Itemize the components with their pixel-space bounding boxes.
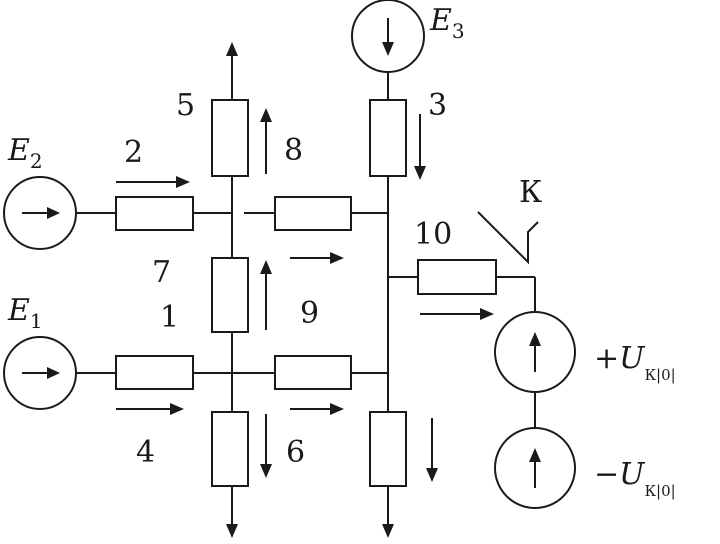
label-e3: E3 bbox=[429, 3, 465, 43]
resistor-10 bbox=[417, 259, 497, 295]
current-arrow-5 bbox=[260, 108, 272, 174]
current-arrow-8 bbox=[290, 252, 344, 264]
resistor-9 bbox=[274, 355, 352, 390]
current-arrow-7 bbox=[260, 260, 272, 330]
wires bbox=[76, 52, 539, 528]
source-e3 bbox=[351, 0, 425, 73]
current-arrow-11 bbox=[426, 418, 438, 482]
label-4: 4 bbox=[136, 435, 155, 470]
terminal-down-arrow-right bbox=[382, 524, 394, 538]
resistor-7 bbox=[211, 257, 249, 333]
up-arrow-icon bbox=[529, 332, 541, 346]
source-e1 bbox=[3, 336, 77, 410]
down-arrow-icon bbox=[382, 42, 394, 56]
label-7: 7 bbox=[152, 255, 171, 290]
up-arrow-icon bbox=[529, 448, 541, 462]
current-arrow-9 bbox=[290, 403, 344, 415]
resistor-4 bbox=[115, 355, 194, 390]
label-u-plus: +UК|0| bbox=[594, 341, 676, 384]
current-arrow-6 bbox=[260, 414, 272, 478]
resistor-8 bbox=[274, 196, 352, 231]
branch-labels: 2 5 8 3 10 7 1 9 4 6 К bbox=[124, 88, 542, 470]
source-u-minus bbox=[494, 427, 576, 509]
current-arrow-3 bbox=[414, 114, 426, 180]
label-2: 2 bbox=[124, 135, 143, 170]
resistor-3 bbox=[369, 99, 407, 177]
current-arrow-10 bbox=[420, 308, 494, 320]
right-arrow-icon bbox=[47, 367, 60, 379]
label-8: 8 bbox=[284, 133, 303, 168]
label-e1: E1 bbox=[7, 293, 43, 333]
label-5: 5 bbox=[176, 88, 195, 123]
resistors bbox=[115, 99, 497, 487]
label-1: 1 bbox=[160, 300, 179, 335]
label-3: 3 bbox=[428, 88, 447, 123]
current-arrows bbox=[116, 108, 494, 482]
right-arrow-icon bbox=[47, 207, 60, 219]
resistor-6 bbox=[211, 411, 249, 487]
current-arrow-2 bbox=[116, 176, 190, 188]
current-arrow-4 bbox=[116, 403, 184, 415]
source-labels: E2 E1 E3 +UК|0| −UК|0| bbox=[7, 3, 676, 500]
resistor-5 bbox=[211, 99, 249, 177]
label-u-minus: −UК|0| bbox=[594, 457, 676, 500]
resistor-11 bbox=[369, 411, 407, 487]
source-e2 bbox=[3, 176, 77, 250]
terminals bbox=[226, 42, 394, 538]
resistor-2 bbox=[115, 196, 194, 231]
label-e2: E2 bbox=[7, 133, 43, 173]
label-6: 6 bbox=[286, 435, 305, 470]
fault-marker bbox=[477, 211, 539, 265]
source-u-plus bbox=[494, 311, 576, 393]
terminal-up-arrow bbox=[226, 42, 238, 56]
terminal-down-arrow-left bbox=[226, 524, 238, 538]
label-10: 10 bbox=[414, 217, 452, 252]
label-9: 9 bbox=[300, 296, 319, 331]
label-fault-k: К bbox=[519, 175, 542, 210]
